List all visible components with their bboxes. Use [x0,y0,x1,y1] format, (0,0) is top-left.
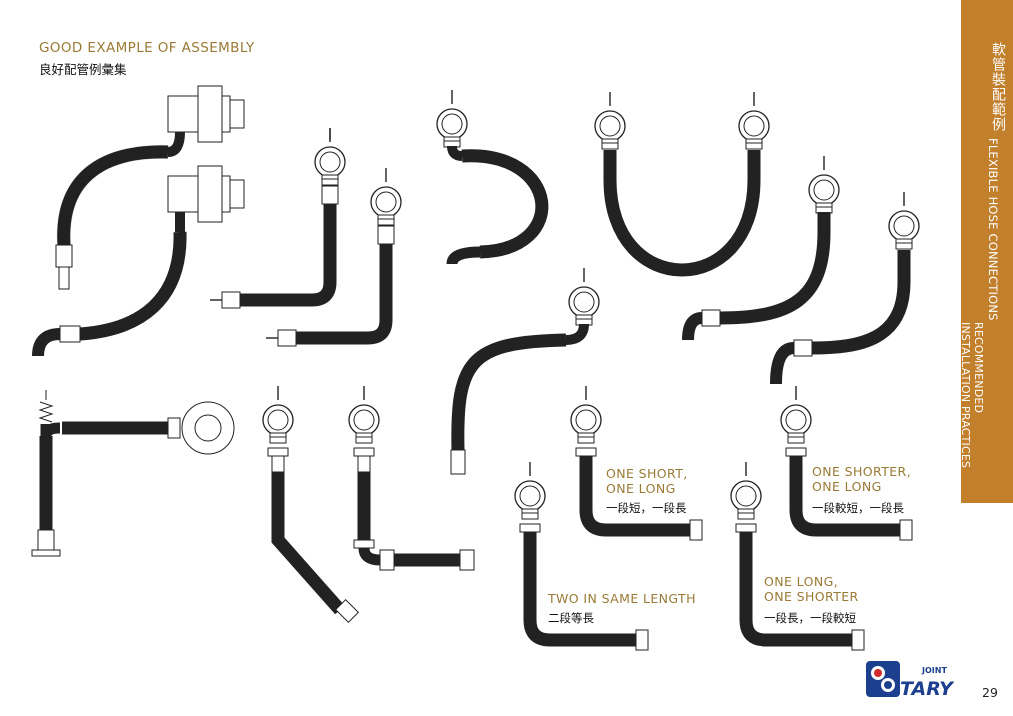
sidebar-title-zh: 軟管裝配範例 [990,42,1006,132]
sidebar-tab: 軟管裝配範例 FLEXIBLE HOSE CONNECTIONS RECOMME… [959,0,1013,503]
caption-one-short-one-long-en: ONE SHORT, ONE LONG [606,466,688,496]
page-heading-zh: 良好配管例彙集 [39,62,127,77]
caption-line: ONE SHORTER [764,589,859,604]
hose-assembly-drawing [31,85,920,651]
caption-one-short-one-long-zh: 一段短，一段長 [606,501,687,515]
assembly-motor-curve [32,85,245,357]
caption-one-shorter-one-long-en: ONE SHORTER, ONE LONG [812,464,911,494]
sidebar-subtitle-1: RECOMMENDED [972,322,985,414]
caption-two-same-length-en: TWO IN SAME LENGTH [548,591,696,606]
assembly-right-curves [682,155,920,385]
caption-line: ONE SHORTER, [812,464,912,479]
example-one-short-one-long [570,385,703,541]
sidebar-subtitle-2: INSTALLATION PRACTICES [959,322,972,469]
assembly-u-loop [436,89,549,265]
caption-one-long-one-shorter-en: ONE LONG, ONE SHORTER [764,574,859,604]
example-one-long-one-shorter [730,461,865,651]
assembly-spring-l [31,390,235,557]
caption-line: ONE LONG [812,479,882,494]
caption-one-shorter-one-long-zh: 一段較短，一段長 [812,501,904,515]
logo-word-small: JOINT [921,666,947,675]
sidebar-title-en: FLEXIBLE HOSE CONNECTIONS [986,138,1000,321]
caption-line: ONE LONG, [764,574,839,589]
logo-word-main: TARY [900,678,954,699]
caption-line: ONE LONG [606,481,676,496]
rotary-joint-logo: JOINT TARY [866,661,954,699]
assembly-s-curve [450,267,600,475]
caption-line: ONE SHORT, [606,466,688,481]
page-heading-en: GOOD EXAMPLE OF ASSEMBLY [39,40,255,56]
assembly-large-u [594,91,770,277]
caption-two-same-length-zh: 二段等長 [548,611,594,625]
example-two-same-length [514,461,649,651]
caption-one-long-one-shorter-zh: 一段長，一段較短 [764,611,856,625]
page-number: 29 [982,685,998,700]
example-one-shorter-one-long [780,385,913,541]
assembly-l-bend-pair [210,127,402,347]
assembly-diagonal [262,385,475,624]
